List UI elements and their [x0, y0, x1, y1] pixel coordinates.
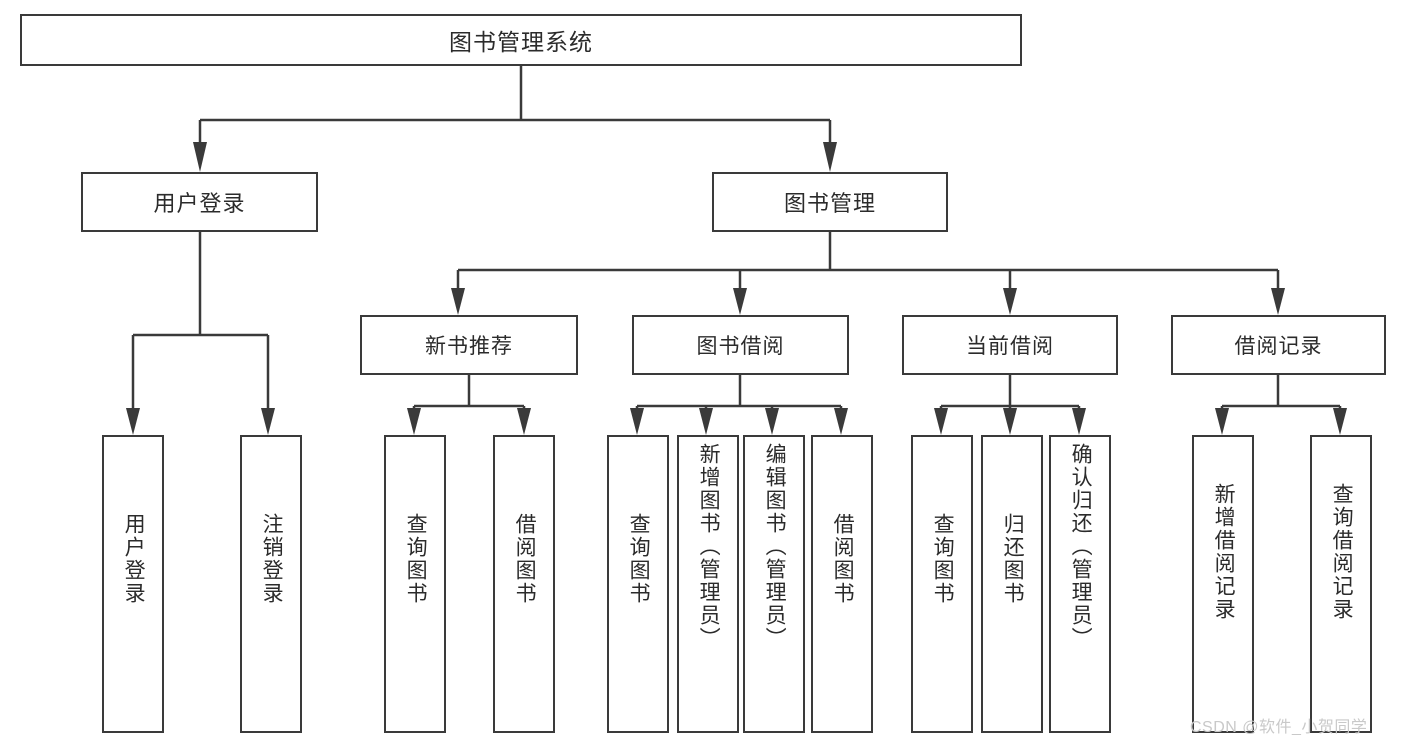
node-root-system[interactable]: 图书管理系统	[20, 14, 1022, 66]
node-current-borrow[interactable]: 当前借阅	[902, 315, 1118, 375]
leaf-label: 查询图书	[404, 513, 428, 605]
csdn-watermark: CSDN @软件_小贺同学	[1190, 719, 1368, 736]
leaf-borrow-record-add-record[interactable]: 新增借阅记录	[1192, 435, 1254, 733]
leaf-current-borrow-return-book[interactable]: 归还图书	[981, 435, 1043, 733]
leaf-label: 查询借阅记录	[1330, 483, 1354, 621]
leaf-label: 编辑图书（管理员）	[763, 443, 787, 650]
node-book-management[interactable]: 图书管理	[712, 172, 948, 232]
node-user-login[interactable]: 用户登录	[81, 172, 318, 232]
node-new-book-recommend[interactable]: 新书推荐	[360, 315, 578, 375]
leaf-new-book-borrow-book[interactable]: 借阅图书	[493, 435, 555, 733]
leaf-book-borrow-edit-book-admin[interactable]: 编辑图书（管理员）	[743, 435, 805, 733]
leaf-book-borrow-query-book[interactable]: 查询图书	[607, 435, 669, 733]
leaf-label: 借阅图书	[513, 513, 537, 605]
leaf-label: 用户登录	[122, 513, 146, 605]
leaf-current-borrow-query-book[interactable]: 查询图书	[911, 435, 973, 733]
leaf-user-login-logout[interactable]: 注销登录	[240, 435, 302, 733]
node-book-borrow[interactable]: 图书借阅	[632, 315, 849, 375]
leaf-label: 借阅图书	[831, 513, 855, 605]
leaf-book-borrow-borrow-book[interactable]: 借阅图书	[811, 435, 873, 733]
leaf-book-borrow-add-book-admin[interactable]: 新增图书（管理员）	[677, 435, 739, 733]
leaf-label: 新增图书（管理员）	[697, 443, 721, 650]
leaf-label: 新增借阅记录	[1212, 483, 1236, 621]
leaf-label: 注销登录	[260, 513, 284, 605]
leaf-label: 确认归还（管理员）	[1069, 443, 1093, 650]
node-borrow-record[interactable]: 借阅记录	[1171, 315, 1386, 375]
leaf-current-borrow-confirm-return-admin[interactable]: 确认归还（管理员）	[1049, 435, 1111, 733]
leaf-user-login-login[interactable]: 用户登录	[102, 435, 164, 733]
leaf-borrow-record-query-record[interactable]: 查询借阅记录	[1310, 435, 1372, 733]
leaf-label: 查询图书	[931, 513, 955, 605]
leaf-label: 归还图书	[1001, 513, 1025, 605]
leaf-label: 查询图书	[627, 513, 651, 605]
leaf-new-book-query-book[interactable]: 查询图书	[384, 435, 446, 733]
